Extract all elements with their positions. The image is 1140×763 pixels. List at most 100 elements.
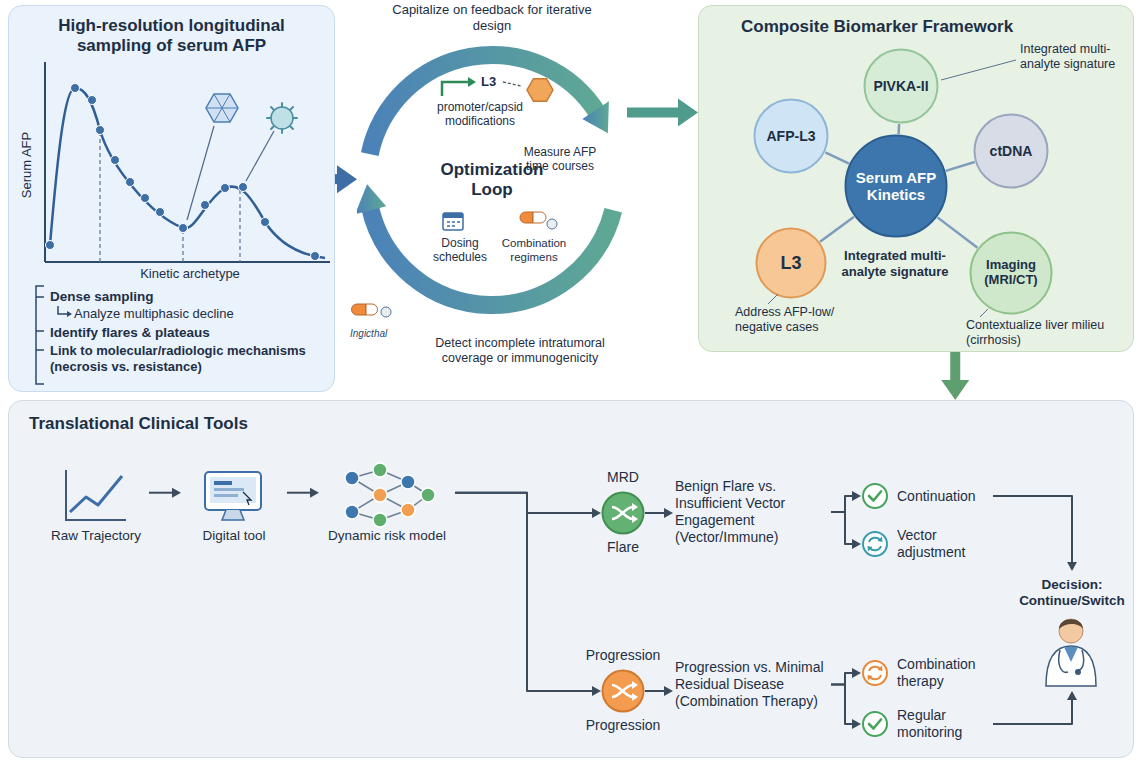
panel: Translational Clinical ToolsRaw Trajecto… bbox=[8, 400, 1134, 758]
afp-chart bbox=[36, 62, 330, 384]
leader-line bbox=[187, 126, 214, 220]
connector bbox=[627, 99, 698, 127]
label-holder: Identify flares & plateaus bbox=[50, 325, 310, 341]
label-holder: Integrated multi-analyte signature bbox=[1020, 42, 1125, 72]
pill-icon bbox=[533, 212, 546, 223]
label-holder: Ingicthal bbox=[350, 328, 412, 340]
node-text: ctDNA bbox=[978, 143, 1043, 159]
shape-outline bbox=[861, 482, 889, 510]
label-holder: Detect incomplete intratumoral coverage … bbox=[415, 336, 625, 366]
biomarker-circle: L3 bbox=[755, 227, 827, 299]
monitor-icon bbox=[210, 477, 256, 503]
sample-dots bbox=[46, 84, 320, 261]
cursor-icon bbox=[243, 492, 251, 505]
label-holder: Capitalize on feedback for iterative des… bbox=[392, 2, 592, 34]
connector-line bbox=[287, 492, 313, 494]
text-label: Contextualize liver milieu (cirrhosis) bbox=[966, 318, 1126, 348]
stethoscope bbox=[1059, 650, 1084, 672]
text-label: Dosing schedules bbox=[425, 236, 495, 264]
loop-arrowhead bbox=[357, 184, 386, 214]
label-holder: L3 bbox=[481, 74, 505, 90]
action-item: Vector adjustment bbox=[861, 527, 993, 561]
node-text: Serum AFP Kinetics bbox=[851, 169, 940, 204]
connector bbox=[941, 352, 969, 400]
leader-line bbox=[980, 309, 988, 317]
text-label: L3 bbox=[481, 74, 505, 90]
status-circle: MRDFlare bbox=[601, 491, 645, 535]
phase-marker bbox=[182, 230, 183, 262]
tool-step: Dynamic risk model bbox=[319, 469, 455, 548]
pill-icon bbox=[520, 212, 533, 223]
label-holder: Dense sampling bbox=[50, 289, 270, 305]
node-text: L3 bbox=[760, 253, 822, 274]
action-item: Continuation bbox=[861, 481, 993, 511]
monitor-icon bbox=[205, 472, 261, 510]
y-axis bbox=[44, 62, 46, 262]
loop-arc bbox=[370, 55, 598, 154]
leader-line bbox=[768, 294, 778, 304]
trajectory-icon bbox=[66, 470, 126, 520]
calendar-icon bbox=[443, 213, 463, 230]
biomarker-circle: Imaging (MRI/CT) bbox=[969, 231, 1053, 315]
calendar-icon bbox=[443, 213, 463, 218]
doctor-shirt bbox=[1064, 647, 1078, 662]
text-label: Combination regimens bbox=[495, 236, 573, 264]
arrowhead bbox=[678, 99, 698, 127]
stethoscope bbox=[1075, 669, 1081, 675]
label-holder: Contextualize liver milieu (cirrhosis) bbox=[966, 318, 1126, 348]
hook-arrow bbox=[58, 306, 67, 314]
node-subtext: Flare bbox=[561, 539, 685, 555]
capsid-icon bbox=[206, 94, 238, 122]
biomarker-circle: ctDNA bbox=[973, 113, 1049, 189]
node-text: Translational Clinical Tools bbox=[23, 411, 1119, 435]
monitor-icon bbox=[214, 481, 232, 485]
shape-outline bbox=[861, 530, 889, 558]
node-text: Combination therapy bbox=[897, 656, 993, 690]
network-icon bbox=[345, 463, 435, 527]
bullet-bracket bbox=[36, 286, 44, 384]
node-text: MRD bbox=[561, 469, 685, 485]
connector-line bbox=[627, 108, 684, 118]
capsid-icon bbox=[527, 79, 553, 102]
text-label: Link to molecular/radiologic mechanisms … bbox=[50, 343, 335, 375]
promoter-icon bbox=[468, 77, 476, 87]
pill-icon bbox=[366, 304, 378, 315]
node-text: Raw Trajectory bbox=[43, 527, 149, 544]
node-text: Imaging (MRI/CT) bbox=[975, 258, 1047, 288]
arrowhead bbox=[337, 165, 357, 193]
doctor-icon bbox=[1046, 619, 1096, 686]
loop-icons bbox=[352, 77, 557, 317]
pill-icon bbox=[547, 219, 557, 229]
text-label: Integrated multi-analyte signature bbox=[830, 248, 960, 280]
phase-marker bbox=[99, 132, 100, 262]
node-text: Progression bbox=[561, 647, 685, 663]
node-text: AFP-L3 bbox=[758, 128, 823, 144]
monitor-icon bbox=[214, 494, 238, 497]
text-label: Kinetic archetype bbox=[110, 266, 270, 282]
hook-arrow bbox=[67, 311, 72, 317]
node-text: Decision: Continue/Switch bbox=[1013, 577, 1131, 609]
label-holder: Integrated multi-analyte signature bbox=[830, 248, 960, 280]
connector-line bbox=[645, 512, 667, 514]
node-subtext: Progression bbox=[561, 717, 685, 733]
text-label: Dense sampling bbox=[50, 289, 270, 305]
tool-step: Raw Trajectory bbox=[43, 469, 149, 548]
text-label: promoter/capsid modifications bbox=[415, 100, 545, 128]
text-label: Ingicthal bbox=[350, 328, 412, 340]
text-label: Detect incomplete intratumoral coverage … bbox=[415, 336, 625, 366]
promoter-icon bbox=[442, 82, 468, 96]
label-holder: Combination regimens bbox=[495, 236, 573, 264]
connector-line bbox=[645, 690, 667, 692]
shape-outline bbox=[861, 710, 889, 738]
loop-arc bbox=[370, 206, 614, 305]
dashed-link bbox=[503, 82, 521, 86]
action-item: Regular monitoring bbox=[861, 707, 993, 741]
arrowhead bbox=[941, 380, 969, 400]
text-label: Measure AFP time courses bbox=[522, 145, 598, 173]
node-text: Continuation bbox=[897, 488, 976, 505]
shape-outline bbox=[601, 491, 645, 535]
